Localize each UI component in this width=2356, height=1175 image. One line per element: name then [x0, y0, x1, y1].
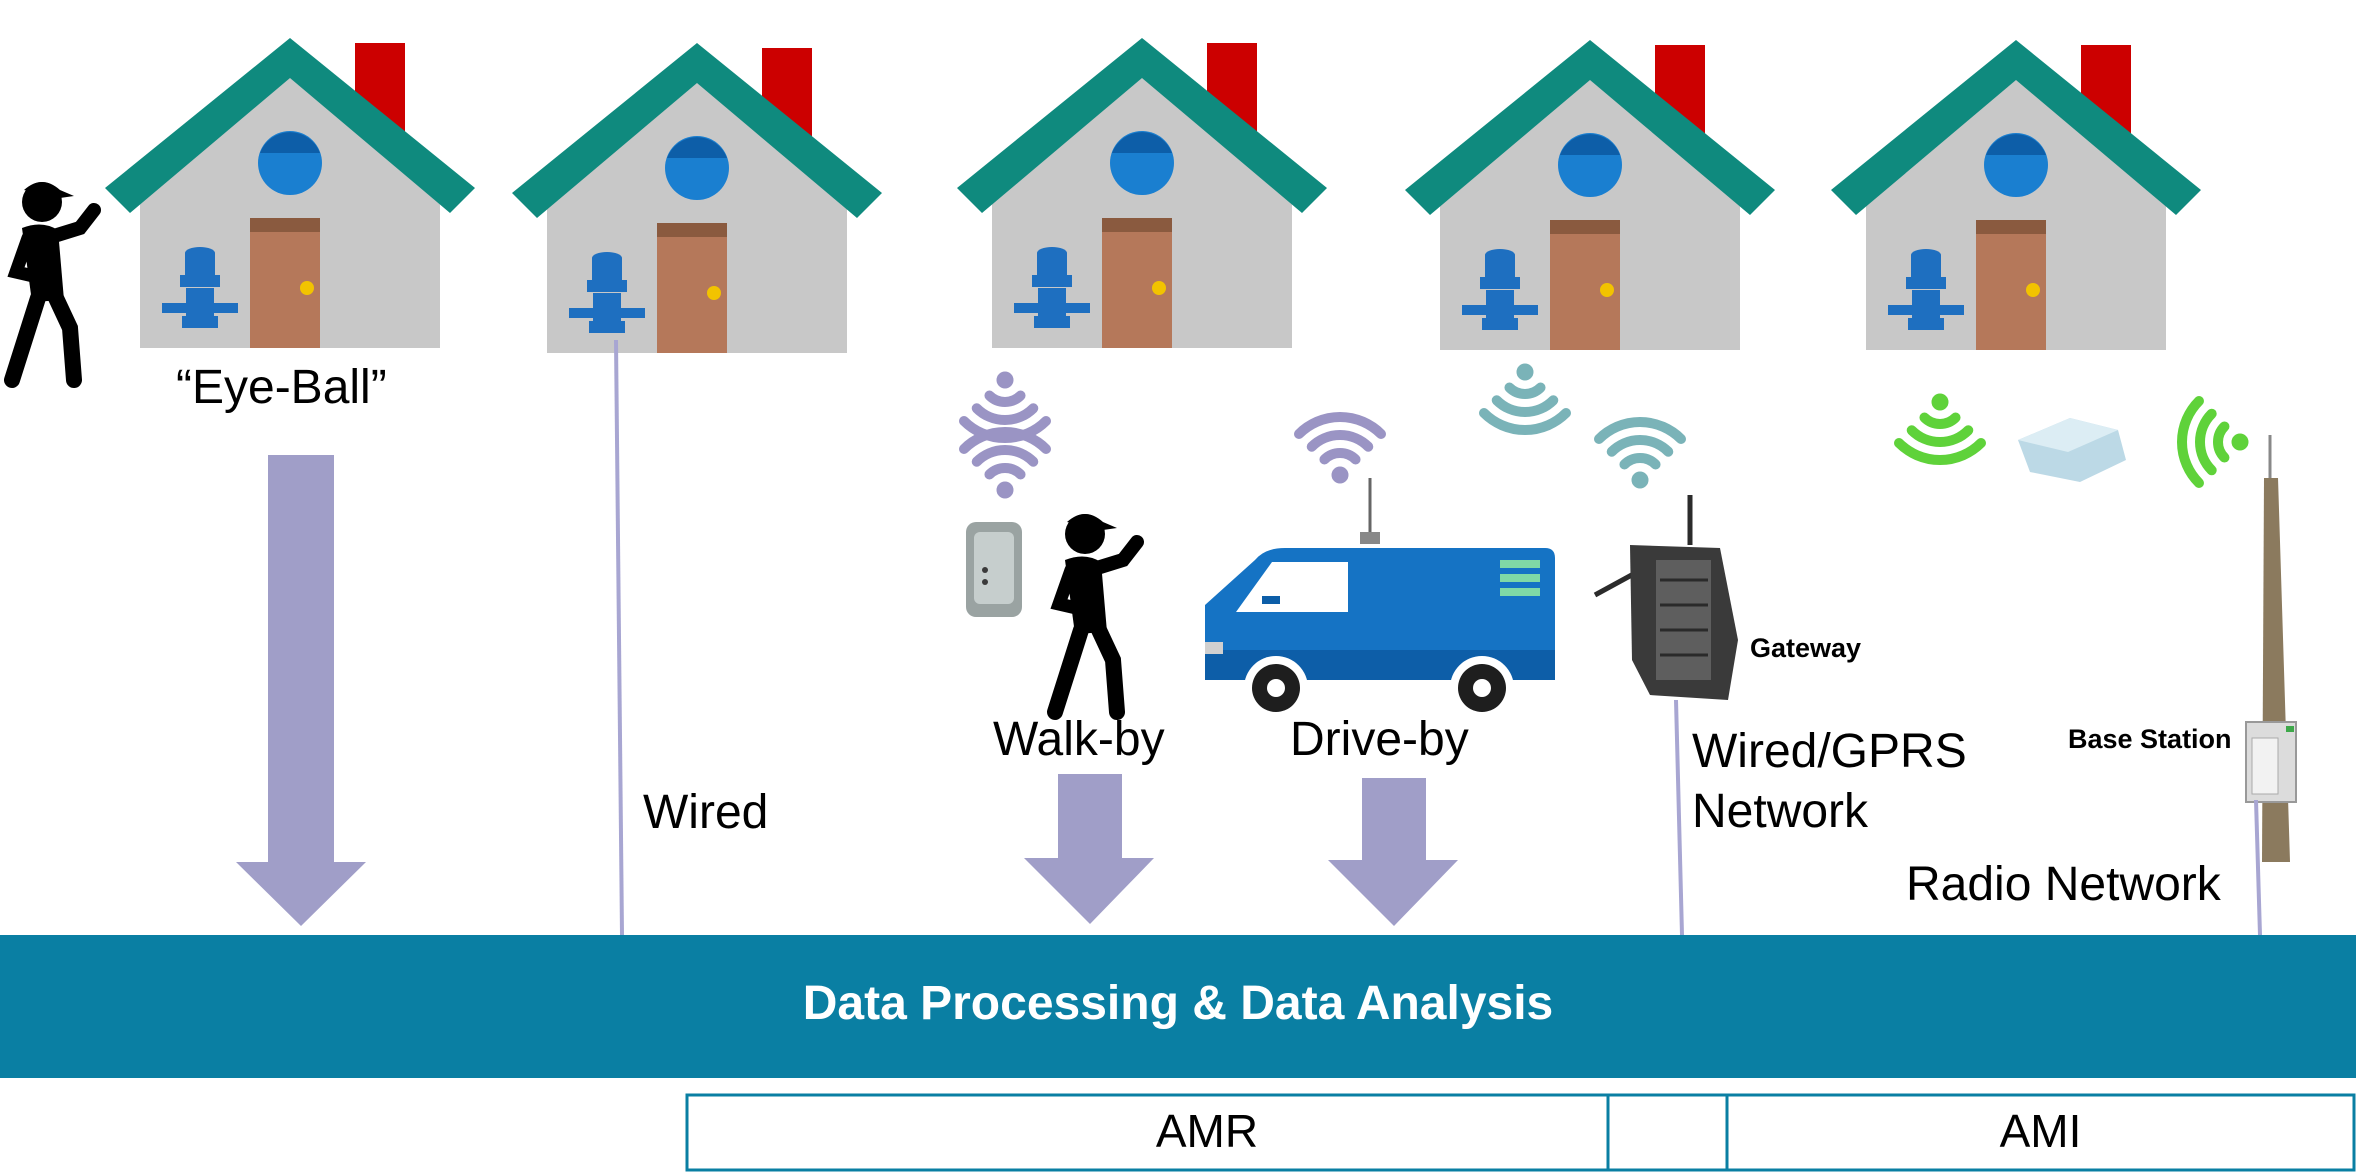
eyeball-label: “Eye-Ball” — [176, 361, 387, 414]
house-icon-4 — [1405, 40, 1775, 350]
wifi-signal-icon-radio-2 — [2158, 395, 2251, 488]
ami-label: AMI — [1999, 1105, 2082, 1157]
meter-reader-person-icon — [12, 182, 94, 380]
wired-label: Wired — [643, 786, 769, 839]
ami-box — [1606, 1093, 2356, 1172]
radio-connection-line — [2254, 799, 2262, 936]
radio-module-icon — [2018, 418, 2126, 482]
house-icon-3 — [957, 38, 1327, 348]
wired-connection-line — [614, 339, 624, 936]
gateway-icon — [1593, 495, 1738, 700]
walkby-person-icon — [1055, 514, 1137, 712]
gprs-connection-line — [1674, 699, 1684, 936]
radio-network-label: Radio Network — [1906, 858, 2221, 911]
base-station-pole-icon — [2245, 435, 2297, 862]
van-icon — [1205, 478, 1555, 720]
driveby-label: Drive-by — [1290, 713, 1469, 766]
house-icon-5 — [1831, 40, 2201, 350]
house-icon-1 — [105, 38, 475, 348]
wired-gprs-label-line1: Wired/GPRS — [1692, 725, 1967, 778]
handheld-reader-icon — [966, 522, 1022, 617]
wifi-signal-icon-radio-1 — [1893, 391, 1986, 484]
data-processing-banner — [0, 935, 2356, 1078]
wifi-signal-icon-gateway-2 — [1593, 398, 1686, 491]
gateway-label: Gateway — [1750, 633, 1862, 663]
eyeball-arrow — [236, 455, 366, 926]
banner-title: Data Processing & Data Analysis — [802, 977, 1554, 1030]
amr-label: AMR — [1155, 1105, 1259, 1157]
driveby-arrow — [1328, 778, 1458, 926]
wifi-signal-icon-gateway-1 — [1478, 361, 1571, 454]
wired-gprs-label-line2: Network — [1692, 785, 1869, 838]
wifi-signal-icon-driveby — [1293, 393, 1386, 486]
walkby-label: Walk-by — [993, 713, 1165, 766]
house-icon-2 — [512, 43, 882, 353]
base-station-label: Base Station — [2068, 724, 2232, 754]
amr-box — [685, 1093, 1729, 1172]
walkby-arrow — [1024, 774, 1154, 924]
